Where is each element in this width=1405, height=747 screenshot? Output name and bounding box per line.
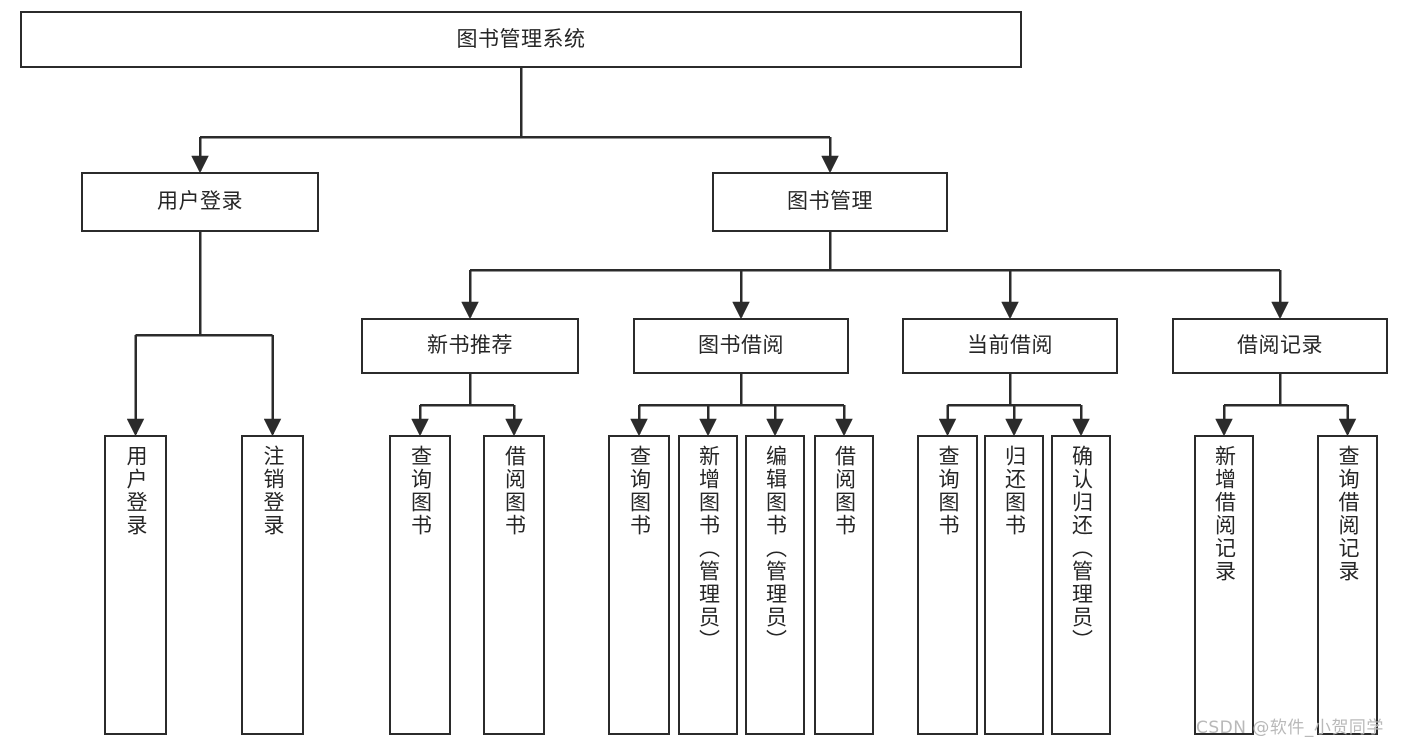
node-label: 确认归还（管理员） (1069, 445, 1094, 652)
node-leaf-query-3[interactable]: 查询图书 (917, 435, 978, 735)
node-borrow-record[interactable]: 借阅记录 (1172, 318, 1388, 374)
node-leaf-edit-book[interactable]: 编辑图书（管理员） (745, 435, 805, 735)
node-book-manage[interactable]: 图书管理 (712, 172, 948, 232)
connector-group (126, 68, 1357, 437)
node-label: 新增借阅记录 (1212, 445, 1237, 583)
node-leaf-borrow-1[interactable]: 借阅图书 (483, 435, 545, 735)
node-new-book-rec[interactable]: 新书推荐 (361, 318, 579, 374)
node-label: 借阅图书 (502, 445, 527, 537)
node-label: 编辑图书（管理员） (763, 445, 788, 652)
watermark-text: CSDN @软件_小贺同学 (1196, 718, 1384, 738)
node-label: 图书管理 (787, 189, 873, 214)
node-leaf-logout[interactable]: 注销登录 (241, 435, 304, 735)
node-leaf-return[interactable]: 归还图书 (984, 435, 1044, 735)
node-label: 新书推荐 (427, 333, 513, 358)
node-leaf-confirm[interactable]: 确认归还（管理员） (1051, 435, 1111, 735)
node-label: 借阅图书 (832, 445, 857, 537)
node-label: 查询图书 (936, 445, 960, 537)
node-label: 注销登录 (261, 445, 285, 537)
node-current-borrow[interactable]: 当前借阅 (902, 318, 1118, 374)
node-root[interactable]: 图书管理系统 (20, 11, 1022, 68)
node-label: 查询图书 (408, 445, 433, 537)
node-leaf-add-record[interactable]: 新增借阅记录 (1194, 435, 1254, 735)
node-leaf-query-2[interactable]: 查询图书 (608, 435, 670, 735)
node-label: 查询借阅记录 (1336, 445, 1360, 583)
node-label: 图书借阅 (698, 333, 784, 358)
node-leaf-query-1[interactable]: 查询图书 (389, 435, 451, 735)
node-book-borrow[interactable]: 图书借阅 (633, 318, 849, 374)
node-label: 新增图书（管理员） (696, 445, 721, 652)
node-label: 用户登录 (157, 189, 243, 214)
node-label: 当前借阅 (967, 333, 1053, 358)
node-leaf-add-book[interactable]: 新增图书（管理员） (678, 435, 738, 735)
node-user-login[interactable]: 用户登录 (81, 172, 319, 232)
node-label: 图书管理系统 (456, 26, 586, 51)
node-label: 查询图书 (627, 445, 652, 537)
node-label: 归还图书 (1002, 445, 1027, 537)
node-leaf-borrow-2[interactable]: 借阅图书 (814, 435, 874, 735)
node-label: 用户登录 (124, 445, 148, 537)
node-label: 借阅记录 (1237, 333, 1323, 358)
node-leaf-user-login[interactable]: 用户登录 (104, 435, 167, 735)
node-leaf-query-record[interactable]: 查询借阅记录 (1317, 435, 1378, 735)
